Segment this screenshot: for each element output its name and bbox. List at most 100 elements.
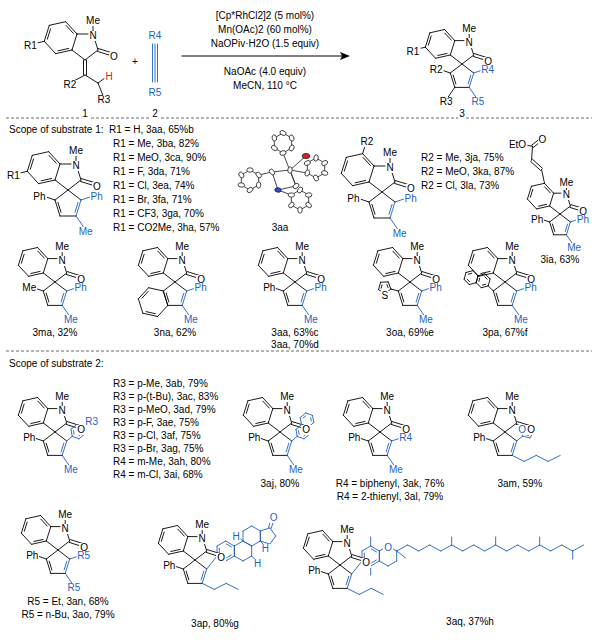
- label-anchor: O: [538, 129, 548, 147]
- label-anchor: Ph: [403, 188, 417, 206]
- bond: [226, 583, 238, 589]
- bond: [464, 279, 469, 284]
- bond: [38, 251, 44, 258]
- bond: [26, 516, 41, 519]
- atom-ellipsoid: [288, 193, 294, 198]
- bond: [573, 545, 584, 551]
- label-anchor: R5: [76, 545, 91, 563]
- label-anchor: Me: [85, 10, 101, 28]
- bond: [171, 549, 180, 551]
- text-label: 3pa, 67%f: [481, 328, 528, 338]
- bond: [512, 441, 517, 455]
- bond: [517, 436, 523, 441]
- bond: [481, 271, 490, 273]
- label-anchor: R2: [359, 131, 374, 149]
- bond: [23, 398, 38, 401]
- label-anchor: N: [71, 155, 80, 173]
- bond: [286, 293, 289, 302]
- label-anchor: O: [301, 419, 311, 437]
- label-anchor: Ph: [162, 555, 176, 573]
- bond: [163, 273, 175, 282]
- bond: [142, 291, 148, 298]
- bond: [493, 432, 505, 441]
- bond: [355, 180, 366, 182]
- bond: [455, 87, 469, 88]
- bond: [283, 153, 296, 186]
- bond: [32, 152, 48, 156]
- bond: [68, 180, 81, 190]
- bond: [372, 204, 375, 214]
- bond: [243, 541, 252, 546]
- label-anchor: R4: [148, 25, 163, 43]
- label-anchor: Me: [63, 459, 79, 477]
- bond: [175, 273, 187, 282]
- bond: [397, 545, 408, 551]
- atom-ellipsoid: [238, 182, 245, 187]
- bond: [485, 277, 487, 279]
- atom-ellipsoid: [238, 171, 245, 179]
- bond: [478, 274, 485, 276]
- bond: [493, 409, 498, 423]
- label-anchor: [Cp*RhCl2]2 (5 mol%): [215, 5, 315, 23]
- label-anchor: Ph: [262, 277, 276, 295]
- label-anchor: R1: [23, 35, 38, 53]
- bond: [328, 574, 333, 588]
- label-anchor: R2 = Cl, 3la, 73%: [420, 175, 500, 193]
- bond: [55, 164, 60, 180]
- bond: [62, 441, 66, 455]
- bond: [396, 551, 397, 561]
- bond: [27, 155, 32, 171]
- text-label: O: [538, 135, 548, 145]
- bond: [328, 556, 340, 565]
- label-anchor: R2 = Me, 3ja, 75%: [420, 147, 505, 165]
- bond: [308, 531, 323, 534]
- bond: [566, 222, 570, 235]
- bond: [278, 248, 288, 259]
- text-label: 3na, 62%: [153, 328, 197, 338]
- text-label: H: [104, 72, 113, 82]
- bond: [468, 273, 471, 275]
- bond: [323, 531, 333, 542]
- text-label: Me: [57, 510, 73, 520]
- atom-ellipsoid: [247, 168, 253, 172]
- bond: [268, 441, 273, 455]
- bond: [389, 204, 392, 214]
- bond: [195, 560, 207, 569]
- bond: [67, 436, 73, 441]
- text-label: Me: [183, 315, 199, 325]
- bond: [493, 282, 505, 291]
- bond: [450, 41, 455, 55]
- bond: [55, 273, 67, 282]
- bond: [450, 64, 462, 73]
- label-anchor: N: [198, 528, 207, 546]
- atom-ellipsoid: [255, 171, 263, 179]
- bond: [488, 251, 494, 258]
- bond: [66, 22, 77, 34]
- bond: [46, 293, 49, 302]
- bond: [536, 455, 548, 461]
- text-label: H: [261, 544, 270, 554]
- bond: [163, 259, 168, 273]
- bond: [260, 531, 261, 541]
- text-label: N: [178, 256, 187, 266]
- text-label: Ph: [307, 566, 321, 576]
- bond: [75, 202, 78, 212]
- bond: [554, 234, 567, 235]
- text-label: O: [109, 52, 119, 62]
- bond: [79, 434, 85, 439]
- bond: [471, 254, 474, 263]
- bond: [188, 583, 202, 584]
- label-anchor: Ph: [89, 186, 103, 204]
- bond: [21, 254, 24, 263]
- text-label: R3 = p-Br, 3ag, 75%: [112, 444, 204, 454]
- text-label: O: [361, 558, 371, 568]
- text-label: R2: [429, 65, 444, 75]
- bond: [21, 519, 26, 533]
- text-label: +: [131, 57, 139, 67]
- bond: [76, 200, 81, 216]
- bond: [347, 574, 352, 588]
- text-label: R2 = Me, 3ja, 75%: [420, 153, 505, 163]
- bond: [476, 276, 478, 283]
- bond: [263, 248, 278, 251]
- bond: [488, 279, 490, 286]
